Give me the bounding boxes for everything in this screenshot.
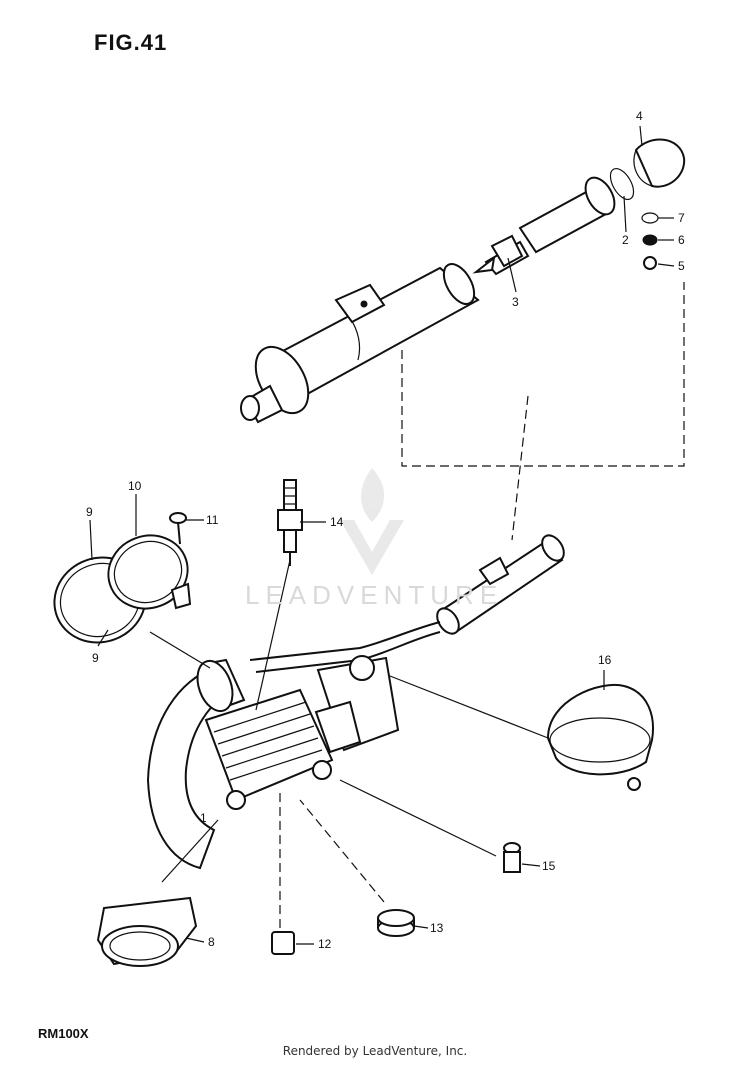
bolt-11 (169, 512, 187, 545)
cover-16 (546, 684, 654, 791)
callout-9-bottom: 9 (92, 651, 99, 665)
flame-v-logo-icon (340, 468, 404, 575)
footer-text: Rendered by LeadVenture, Inc. (282, 1044, 468, 1058)
callout-2: 2 (622, 233, 629, 247)
callout-14: 14 (330, 515, 344, 529)
part-12 (271, 931, 295, 955)
callout-1: 1 (200, 811, 207, 825)
joint-8 (96, 896, 198, 967)
callout-9-top: 9 (86, 505, 93, 519)
callout-3: 3 (512, 295, 519, 309)
figure-title: FIG.41 (94, 30, 168, 55)
spark-plug-14 (277, 479, 303, 566)
callout-numbers: 4 2 3 7 6 5 9 9 10 11 14 16 1 8 12 13 15 (86, 109, 685, 951)
callout-11: 11 (206, 513, 219, 527)
part-13 (377, 909, 415, 937)
model-label: RM100X (38, 1026, 89, 1041)
leader-lines (89, 125, 675, 945)
exhaust-pipe-assembly (146, 534, 565, 870)
callout-16: 16 (598, 653, 612, 667)
callout-5: 5 (678, 259, 685, 273)
clamp-parts (53, 534, 192, 644)
callout-13: 13 (430, 921, 444, 935)
callout-12: 12 (318, 937, 332, 951)
callout-10: 10 (128, 479, 142, 493)
callout-7: 7 (678, 211, 685, 225)
bolt-15 (503, 842, 521, 873)
callout-6: 6 (678, 233, 685, 247)
watermark-text: LEADVENTURE (245, 580, 504, 610)
silencer-upper-assembly (240, 138, 686, 424)
callout-8: 8 (208, 935, 215, 949)
callout-15: 15 (542, 859, 556, 873)
callout-4: 4 (636, 109, 643, 123)
